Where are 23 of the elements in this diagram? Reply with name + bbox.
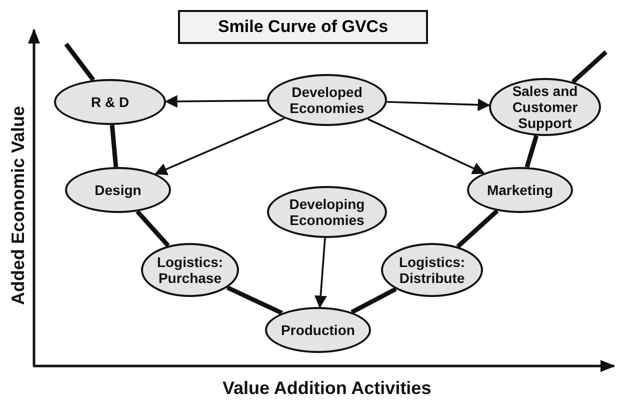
arrow [314, 238, 327, 308]
ellipse-node: Marketing [467, 167, 573, 213]
curve-line [64, 42, 96, 82]
ellipse-node: Developing Economies [267, 186, 387, 238]
curve-line [524, 135, 539, 168]
curve-line [110, 124, 118, 168]
ellipse-node: Logistics: Purchase [141, 243, 239, 297]
ellipse-node: Sales and Customer Support [489, 78, 601, 136]
curve-line [571, 50, 608, 84]
arrow [164, 95, 267, 108]
ellipse-node: Production [265, 307, 371, 353]
y-axis-label: Added Economic Value [8, 105, 29, 305]
curve-line [226, 285, 283, 316]
ellipse-node: Design [65, 167, 171, 213]
title: Smile Curve of GVCs [178, 10, 428, 44]
ellipse-node: Logistics: Distribute [381, 243, 483, 297]
arrow [154, 117, 285, 176]
arrow [367, 118, 486, 174]
ellipse-node: R & D [54, 79, 166, 125]
curve-line [350, 287, 397, 314]
ellipse-node: Developed Economies [267, 74, 387, 126]
arrow [386, 98, 490, 112]
x-axis-label: Value Addition Activities [222, 378, 432, 398]
